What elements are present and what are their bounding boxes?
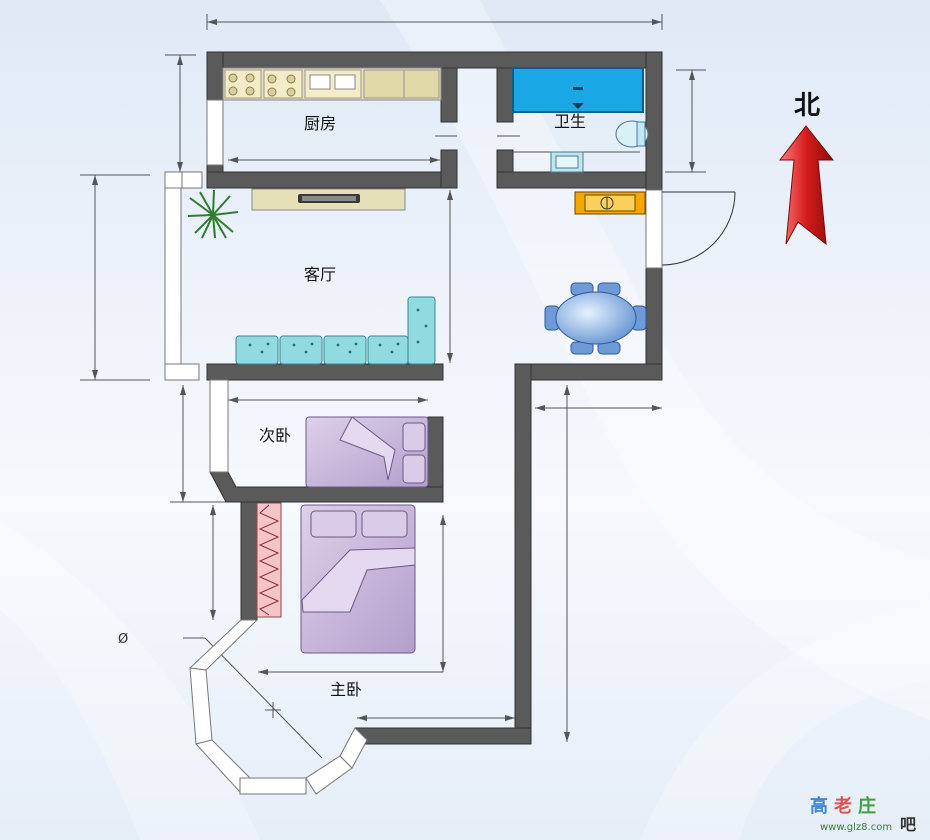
windows [164, 99, 663, 795]
wardrobe [256, 502, 282, 618]
kitchen-counter [222, 67, 442, 101]
bathtub [512, 67, 644, 113]
second-bedroom-bed [305, 416, 429, 488]
dining-table [544, 282, 647, 355]
svg-text:吧: 吧 [900, 815, 916, 834]
entry-door [661, 191, 736, 266]
plant [187, 189, 239, 239]
svg-text:老: 老 [834, 795, 852, 817]
toilet [615, 120, 649, 148]
washbasin [550, 151, 584, 173]
sofa [235, 296, 436, 365]
svg-text:高: 高 [810, 795, 828, 817]
watermark-logo: 高 老 庄 吧 [810, 795, 916, 834]
svg-text:庄: 庄 [858, 795, 876, 817]
room-label-second-bedroom: 次卧 [259, 426, 291, 445]
room-label-living-room: 客厅 [304, 265, 336, 284]
tv-cabinet [251, 188, 406, 211]
diameter-symbol: Ø [118, 632, 128, 647]
water-heater [574, 191, 646, 215]
master-bed [300, 504, 416, 654]
room-label-bathroom: 卫生 [554, 112, 586, 131]
room-label-kitchen: 厨房 [304, 114, 336, 133]
room-label-master-bedroom: 主卧 [330, 680, 362, 699]
walls [206, 51, 663, 745]
watermark-url: www.glz8.com [820, 822, 892, 833]
north-label: 北 [794, 91, 820, 121]
dimension-arrows [92, 19, 695, 742]
north-arrow-icon [778, 125, 835, 246]
